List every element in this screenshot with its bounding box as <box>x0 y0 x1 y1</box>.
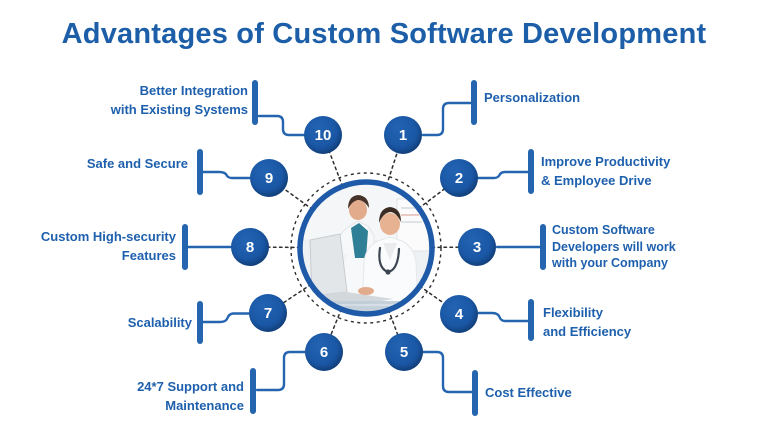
step-circle-2: 2 <box>440 159 478 197</box>
step-label-developers: Custom Software Developers will work wit… <box>552 223 676 270</box>
step-label-scalability: Scalability <box>127 315 192 330</box>
center-photo-ring <box>297 179 435 317</box>
laptop <box>309 233 393 307</box>
step-circle-7: 7 <box>249 294 287 332</box>
step-circle-4: 4 <box>440 295 478 333</box>
step-label-personalization: Personalization <box>484 90 581 105</box>
step-label-safe-secure: Safe and Secure <box>86 156 188 171</box>
step-label-better-integration: Better Integration with Existing Systems <box>110 83 248 117</box>
step-label-high-security: Custom High-security Features <box>40 229 176 263</box>
step-label-flexibility: Flexibility and Efficiency <box>543 305 632 339</box>
step-circle-1: 1 <box>384 116 422 154</box>
step-circle-3: 3 <box>458 228 496 266</box>
step-label-support: 24*7 Support and Maintenance <box>137 379 244 413</box>
step-circle-10: 10 <box>304 116 342 154</box>
label-bars <box>182 80 546 416</box>
step-label-cost-effective: Cost Effective <box>485 385 572 400</box>
step-circle-6: 6 <box>305 333 343 371</box>
center-photo <box>297 179 435 317</box>
connector-lines <box>186 101 542 394</box>
step-circle-8: 8 <box>231 228 269 266</box>
dotted-ring <box>290 172 442 324</box>
step-circle-9: 9 <box>250 159 288 197</box>
step-label-productivity: Improve Productivity & Employee Drive <box>541 154 671 188</box>
sitting-doctor <box>361 207 419 312</box>
step-circle-5: 5 <box>385 333 423 371</box>
page-title: Advantages of Custom Software Developmen… <box>61 18 707 50</box>
